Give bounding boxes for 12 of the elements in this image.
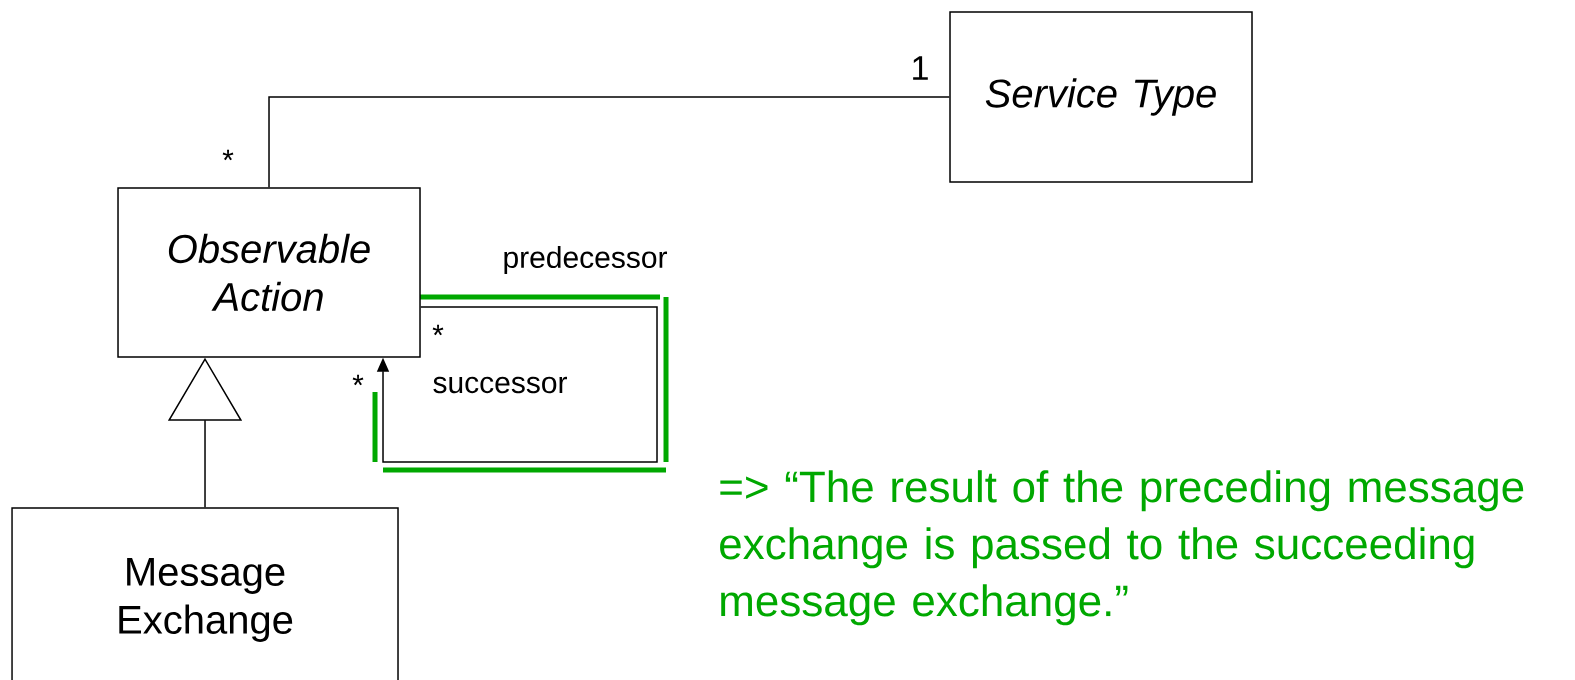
role-label: predecessor — [504, 246, 667, 274]
multiplicity-label: * — [222, 149, 234, 161]
note-text: => “The result of the preceding message exchange is passed to the succeeding message exchange.” — [720, 470, 1524, 626]
class-box: Observable Action — [117, 187, 421, 358]
multiplicity-label: * — [352, 374, 364, 386]
role-label: successor — [433, 376, 567, 394]
class-box: Service Type — [949, 11, 1253, 183]
class-box: Message Exchange — [11, 507, 399, 680]
arrow — [376, 306, 658, 463]
multiplicity-label: 1 — [913, 56, 928, 80]
multiplicity-label: * — [432, 324, 444, 336]
association-line — [268, 96, 950, 188]
